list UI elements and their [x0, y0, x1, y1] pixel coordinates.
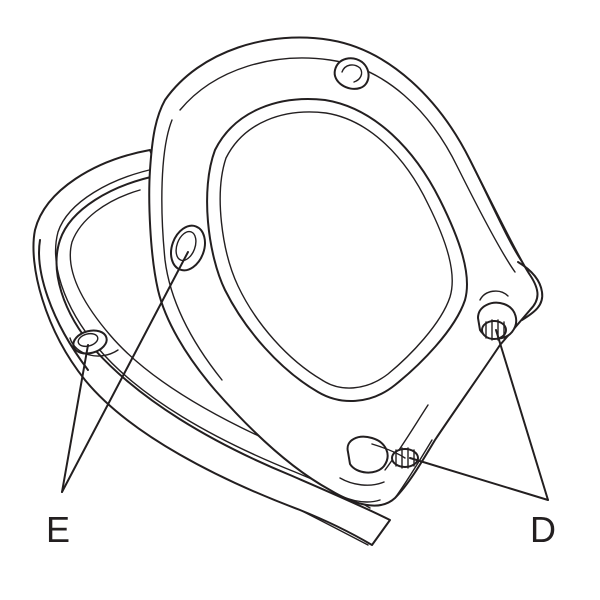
hinge-post-right: [477, 301, 518, 341]
hinge-post-lower: [346, 435, 419, 474]
callout-label-d: D: [530, 509, 556, 550]
callout-d-leaders: [409, 329, 549, 501]
callout-label-e: E: [46, 509, 71, 550]
callout-e-leaders: [61, 251, 189, 493]
seat-lid: [148, 36, 544, 507]
